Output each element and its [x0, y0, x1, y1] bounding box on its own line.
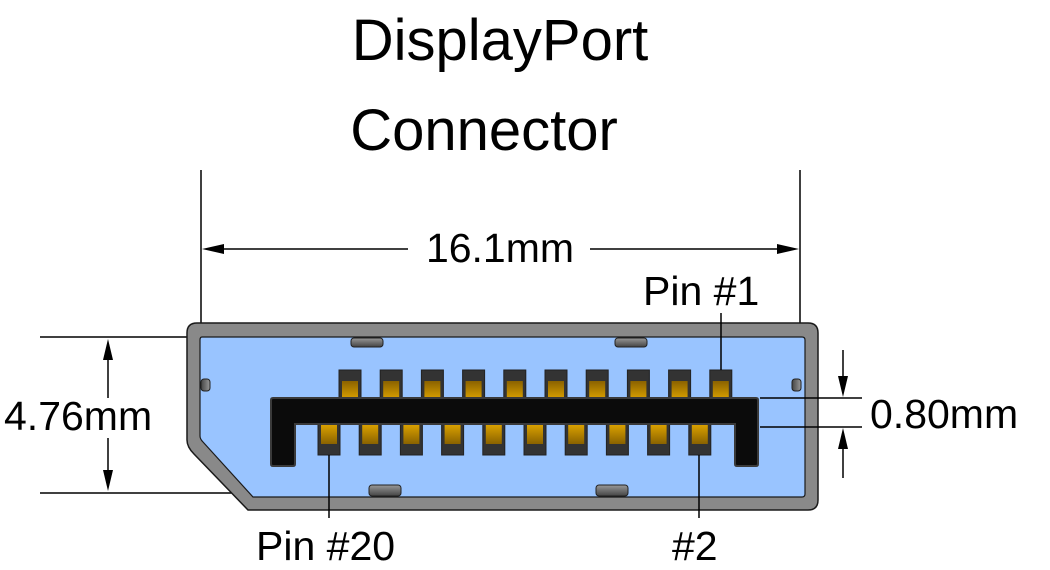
bottom-pin-contact — [444, 425, 461, 444]
pin1-label: Pin #1 — [643, 268, 759, 314]
top-pin-row — [338, 369, 733, 401]
height-dimension-label: 4.76mm — [4, 393, 152, 439]
latch-side-right — [791, 378, 802, 392]
offset-arrowhead-top — [838, 376, 848, 397]
bottom-pin — [605, 423, 629, 456]
top-pin — [503, 369, 527, 401]
top-pin — [462, 369, 486, 401]
bottom-pin-contact — [650, 425, 667, 444]
top-pin-contact — [342, 381, 358, 399]
bottom-pin — [358, 423, 382, 456]
pin20-label: Pin #20 — [256, 523, 395, 569]
top-pin — [379, 369, 403, 401]
bottom-pin — [482, 423, 506, 456]
bottom-pin-contact — [485, 425, 502, 444]
top-pin — [585, 369, 609, 401]
bottom-pin — [523, 423, 547, 456]
bottom-pin-contact — [321, 425, 337, 444]
width-arrowhead-left — [202, 244, 224, 254]
latch-bottom-right — [595, 484, 629, 497]
bottom-pin — [399, 423, 423, 456]
top-pin-contact — [548, 381, 564, 399]
top-pin-contact — [589, 381, 606, 399]
latch-bottom-left — [368, 484, 402, 497]
width-dimension-label: 16.1mm — [426, 225, 574, 271]
top-pin-contact — [506, 381, 523, 399]
top-pin — [420, 369, 444, 401]
top-pin-contact — [671, 381, 688, 399]
bottom-pin-contact — [362, 425, 379, 444]
top-pin — [709, 369, 733, 401]
latch-top-right — [614, 337, 648, 348]
top-pin — [544, 369, 568, 401]
width-arrowhead-right — [777, 244, 799, 254]
pin2-label: #2 — [672, 523, 718, 569]
top-pin-contact — [424, 381, 441, 399]
bottom-pin-contact — [403, 425, 420, 444]
top-pin-contact — [630, 381, 647, 399]
bottom-pin-contact — [691, 425, 708, 444]
top-pin-contact — [383, 381, 400, 399]
bottom-pin — [317, 423, 341, 456]
bottom-pin-contact — [568, 425, 585, 444]
bottom-pin — [564, 423, 588, 456]
top-pin-contact — [465, 381, 482, 399]
bottom-pin-contact — [609, 425, 626, 444]
offset-arrowhead-bottom — [838, 428, 848, 449]
connector-tongue — [270, 397, 759, 467]
top-pin-contact — [712, 381, 729, 399]
top-pin — [338, 369, 362, 401]
bottom-pin-row — [317, 423, 712, 456]
top-pin — [668, 369, 692, 401]
height-arrowhead-bottom — [103, 470, 113, 491]
bottom-pin-contact — [527, 425, 543, 444]
latch-top-left — [350, 337, 384, 348]
bottom-pin — [441, 423, 465, 456]
title-line-2: Connector — [350, 98, 618, 163]
bottom-pin — [647, 423, 671, 456]
latch-side-left — [200, 378, 211, 392]
height-arrowhead-top — [103, 339, 113, 360]
offset-dimension-label: 0.80mm — [870, 391, 1018, 437]
top-pin — [626, 369, 650, 401]
bottom-pin — [688, 423, 712, 456]
title-line-1: DisplayPort — [352, 8, 649, 73]
